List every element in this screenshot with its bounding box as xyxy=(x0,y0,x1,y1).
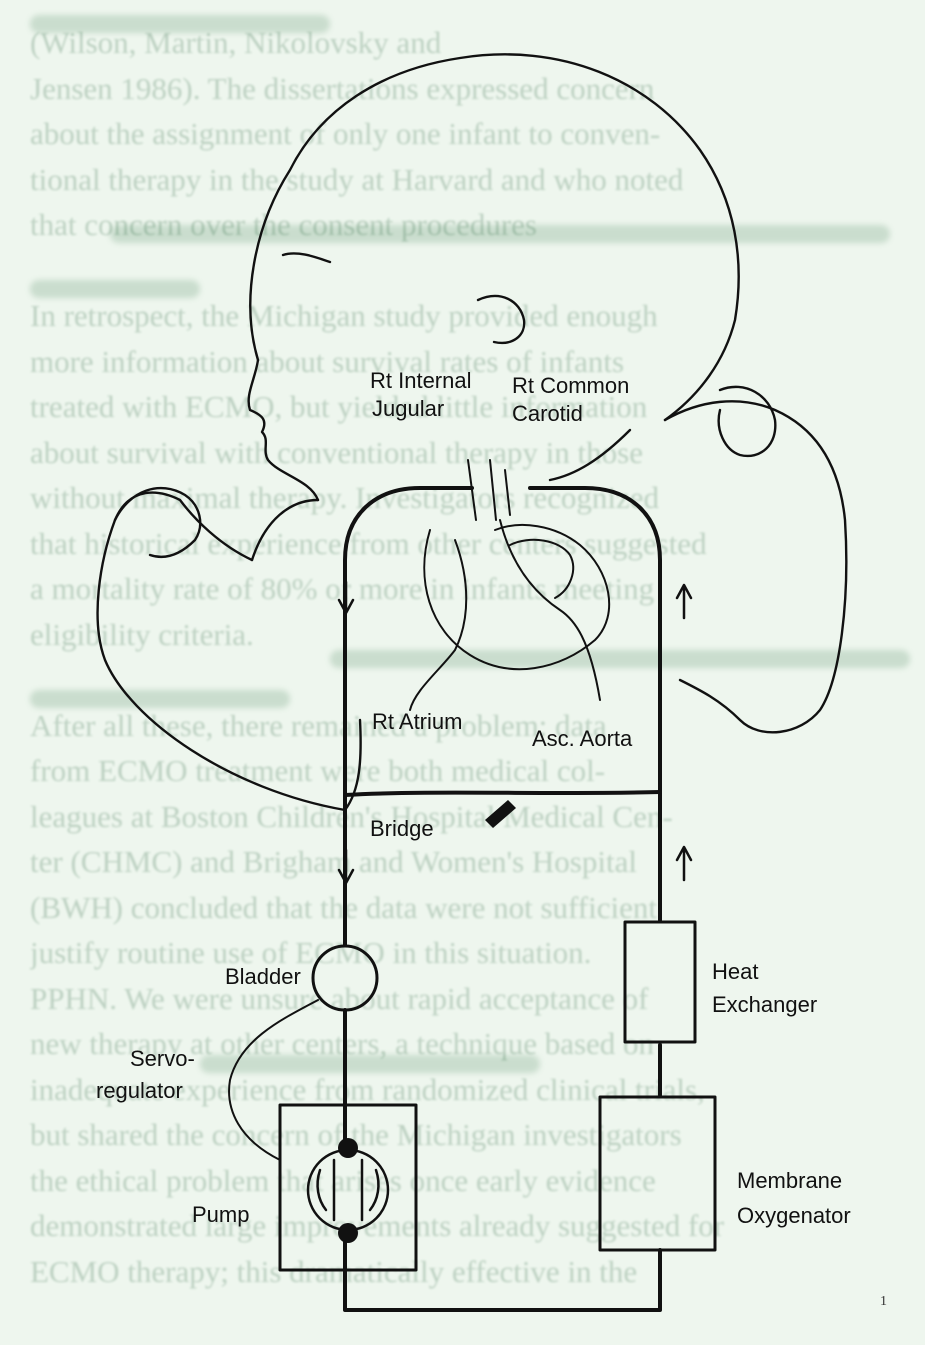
neck-vessels xyxy=(468,460,510,520)
pump-rotor xyxy=(308,1150,388,1230)
label-rt-common-carotid-2: Carotid xyxy=(512,401,583,426)
down-arrow-icon xyxy=(339,582,353,613)
label-servo-regulator-2: regulator xyxy=(96,1078,183,1103)
label-rt-common-carotid-1: Rt Common xyxy=(512,373,629,398)
infant-head-outline xyxy=(250,54,738,420)
pump-roller-top xyxy=(338,1138,358,1158)
up-arrow-icon xyxy=(677,585,691,618)
bridge-line xyxy=(345,792,660,795)
roller-pump-head xyxy=(308,1150,388,1230)
infant-fist-left xyxy=(115,488,200,557)
heart-and-vessels xyxy=(410,460,609,710)
servo-regulator-cable xyxy=(229,1000,318,1160)
label-rt-internal-jugular-1: Rt Internal xyxy=(370,368,472,393)
infant-face-profile xyxy=(249,360,318,500)
atrium-vessel xyxy=(410,540,466,710)
aorta-vessel xyxy=(500,520,600,700)
pump-box xyxy=(280,1105,416,1270)
bridge-clamp-icon xyxy=(485,800,516,828)
infant-neck xyxy=(550,430,630,480)
heat-exchanger-box xyxy=(625,922,695,1042)
circuit-tubing xyxy=(345,488,660,1310)
heart-outline xyxy=(424,525,609,669)
infant-ear xyxy=(478,296,524,343)
infant-fist-right xyxy=(719,387,776,456)
label-membrane-oxygenator-1: Membrane xyxy=(737,1168,842,1193)
label-servo-regulator-1: Servo- xyxy=(130,1046,195,1071)
infant-arm-left xyxy=(98,493,345,810)
infant-eye xyxy=(283,253,330,262)
label-bladder: Bladder xyxy=(225,964,301,989)
membrane-oxygenator-box xyxy=(600,1097,715,1250)
label-heat-exchanger-1: Heat xyxy=(712,959,758,984)
label-pump: Pump xyxy=(192,1202,249,1227)
label-membrane-oxygenator-2: Oxygenator xyxy=(737,1203,851,1228)
pump-rotor-inner xyxy=(334,1160,362,1220)
arterial-return-line xyxy=(530,488,660,920)
infant-outline xyxy=(98,54,847,810)
page-number: 1 xyxy=(880,1294,887,1309)
pump-outflow-line xyxy=(345,1235,660,1310)
label-asc-aorta: Asc. Aorta xyxy=(532,726,633,751)
up-arrow-icon xyxy=(677,847,691,880)
infant-arm-right xyxy=(665,401,846,732)
down-arrow-icon xyxy=(339,850,353,883)
label-rt-atrium: Rt Atrium xyxy=(372,709,462,734)
pump-roller-bottom xyxy=(338,1223,358,1243)
label-rt-internal-jugular-2: Jugular xyxy=(372,396,444,421)
bladder-circle xyxy=(313,946,377,1010)
label-bridge: Bridge xyxy=(370,816,434,841)
pump-rotation-arrow xyxy=(318,1170,379,1210)
label-heat-exchanger-2: Exchanger xyxy=(712,992,817,1017)
infant-shoulder-left xyxy=(252,500,318,560)
